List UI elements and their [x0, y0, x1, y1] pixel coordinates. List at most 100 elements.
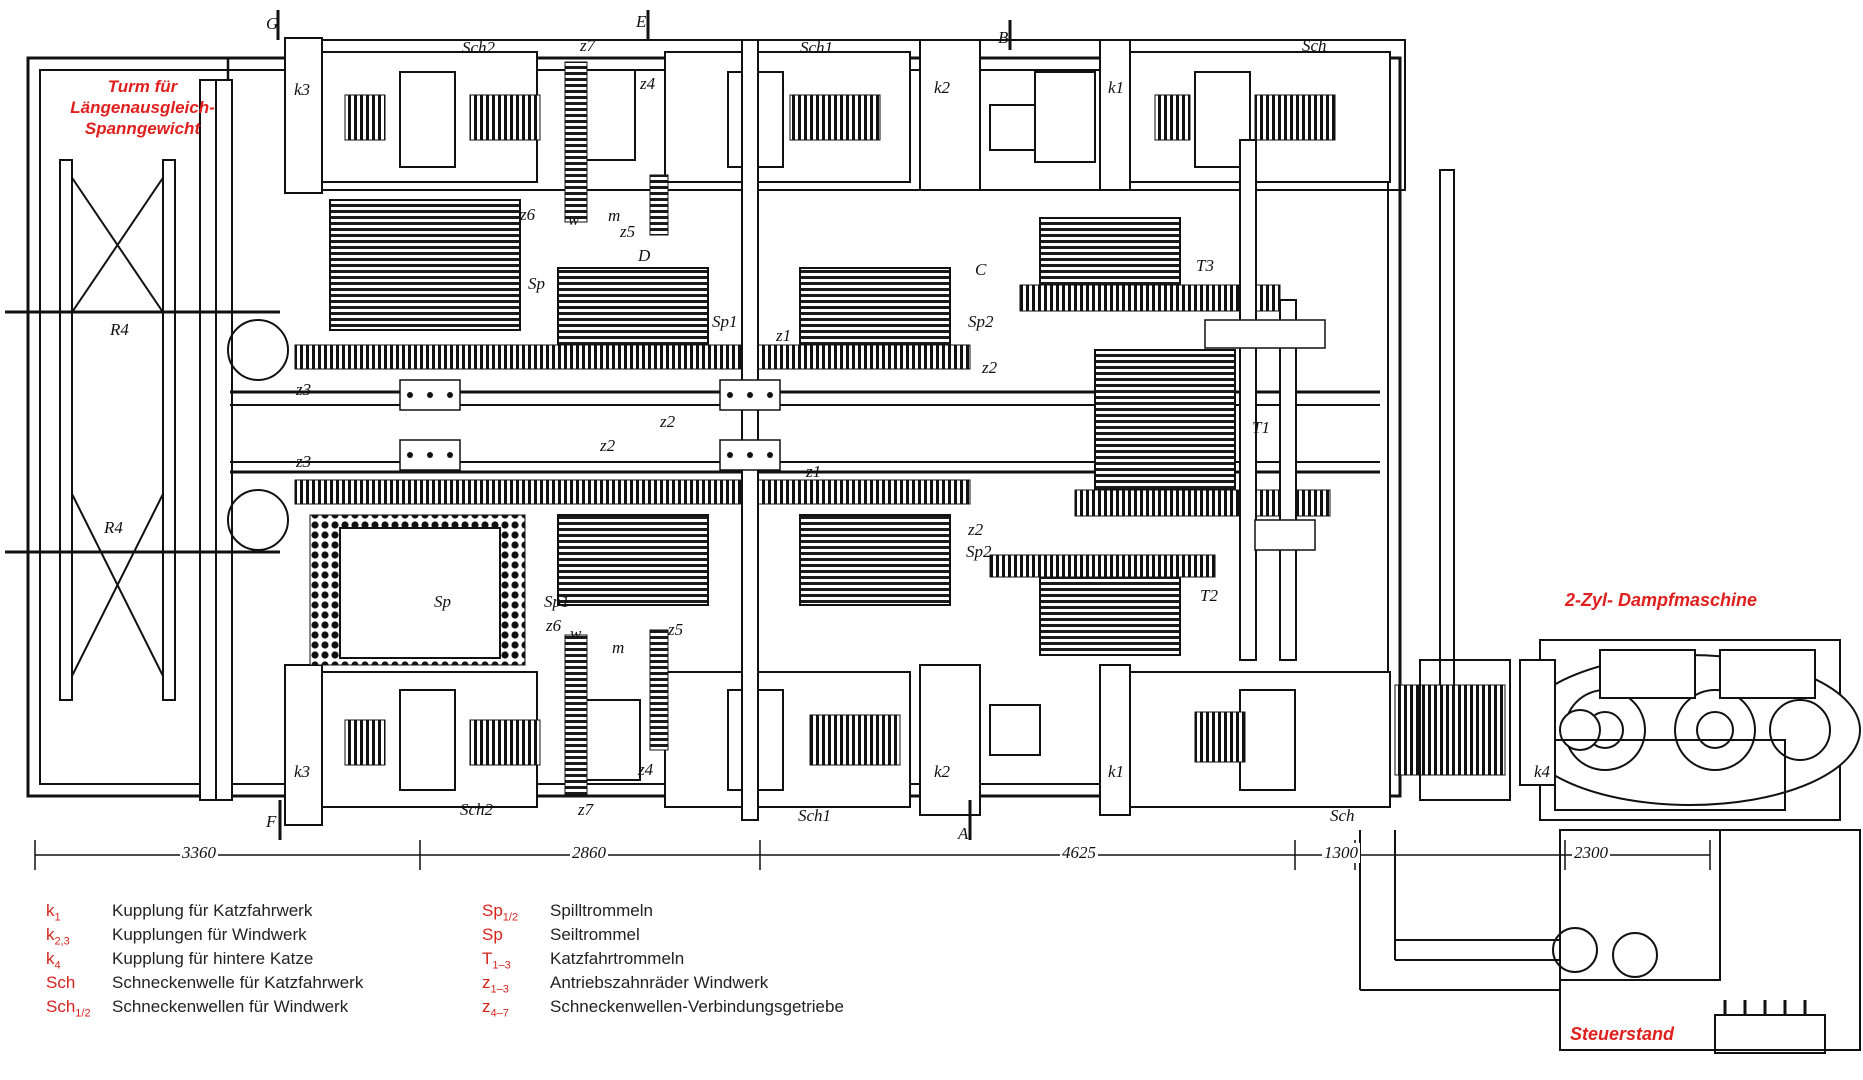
legend-symbol: z4–7 — [482, 995, 509, 1025]
legend-row: z4–7 Schneckenwellen-Verbindungsgetriebe — [482, 995, 942, 1019]
dimension-line — [34, 840, 1711, 870]
tower-annotation-line-1: Turm für — [107, 77, 178, 96]
legend-text: Kupplungen für Windwerk — [112, 925, 307, 944]
label-z3-b: z3 — [296, 452, 312, 471]
label-sp-bot: Sp — [434, 592, 451, 611]
label-z7-top: z7 — [580, 36, 596, 55]
label-z1-a: z1 — [776, 326, 792, 345]
dimension-2860: 2860 — [570, 843, 608, 863]
legend-symbol-subscript: 4–7 — [490, 1007, 509, 1020]
section-mark-e: E — [636, 12, 647, 31]
label-z2-a: z2 — [660, 412, 676, 431]
label-z1-b: z1 — [806, 462, 822, 481]
legend-symbol: k1 — [46, 899, 61, 929]
legend-symbol: Sp — [482, 923, 503, 953]
legend-symbol-subscript: 4 — [54, 959, 61, 972]
label-m-bot: m — [612, 638, 625, 657]
control-stand-drawing — [1359, 829, 1861, 1054]
label-sp-top: Sp — [528, 274, 545, 293]
legend-text: Katzfahrtrommeln — [550, 949, 685, 968]
legend-symbol-base: k — [46, 949, 55, 968]
label-sp2-top: Sp2 — [968, 312, 994, 331]
legend-symbol: k4 — [46, 947, 61, 977]
label-sch1-top: Sch1 — [800, 38, 834, 57]
legend-symbol: Sch — [46, 971, 75, 1001]
label-sch-top: Sch — [1302, 36, 1327, 55]
label-t1: T1 — [1252, 418, 1270, 437]
legend-symbol-base: z — [482, 997, 491, 1016]
legend-row: k4 Kupplung für hintere Katze — [46, 947, 506, 971]
legend-text: Kupplung für hintere Katze — [112, 949, 314, 968]
legend-symbol-base: Sch — [46, 997, 76, 1016]
dimension-3360: 3360 — [180, 843, 218, 863]
label-z5-top: z5 — [620, 222, 636, 241]
label-sp1-top: Sp1 — [712, 312, 738, 331]
legend-text: Schneckenwellen-Verbindungsgetriebe — [550, 997, 844, 1016]
steam-engine-annotation: 2-Zyl- Dampfmaschine — [1565, 590, 1758, 610]
legend-symbol-subscript: 1–3 — [492, 959, 511, 972]
legend-text: Antriebszahnräder Windwerk — [550, 973, 769, 992]
tower-annotation-line-2: Längenausgleich- — [70, 98, 215, 117]
section-mark-a: A — [958, 824, 969, 843]
label-k2-top: k2 — [934, 78, 951, 97]
legend-symbol-subscript: 1 — [54, 911, 61, 924]
label-r4-b: R4 — [104, 518, 123, 537]
dimension-2300: 2300 — [1572, 843, 1610, 863]
label-z4-top: z4 — [640, 74, 656, 93]
legend-symbol: z1–3 — [482, 971, 509, 1001]
section-mark-f: F — [266, 812, 277, 831]
section-mark-g: G — [266, 14, 279, 33]
legend-symbol-base: k — [46, 901, 55, 920]
section-mark-b: B — [998, 28, 1009, 47]
label-t2: T2 — [1200, 586, 1218, 605]
legend-symbol: T1–3 — [482, 947, 511, 977]
label-t3: T3 — [1196, 256, 1214, 275]
label-z2-c: z2 — [982, 358, 998, 377]
dimension-1300: 1300 — [1322, 843, 1360, 863]
label-sp1-bot: Sp1 — [544, 592, 570, 611]
legend-symbol-base: Sp — [482, 901, 503, 920]
label-z2-d: z2 — [968, 520, 984, 539]
label-sch2-top: Sch2 — [462, 38, 496, 57]
steam-engine-drawing — [1519, 639, 1861, 821]
legend-text: Schneckenwellen für Windwerk — [112, 997, 349, 1016]
legend-symbol-base: Sch — [46, 973, 76, 992]
label-z7-bot: z7 — [578, 800, 594, 819]
legend-symbol: Sp1/2 — [482, 899, 518, 929]
gear-bands — [294, 284, 1331, 578]
label-w-top: w — [568, 210, 580, 229]
label-k2-bot: k2 — [934, 762, 951, 781]
control-stand-annotation: Steuerstand — [1570, 1024, 1675, 1044]
legend-text: Spilltrommeln — [550, 901, 653, 920]
label-z4-bot: z4 — [638, 760, 654, 779]
legend-symbol-subscript: 1–3 — [490, 983, 509, 996]
label-sch2-bot: Sch2 — [460, 800, 494, 819]
label-r4-a: R4 — [110, 320, 129, 339]
legend-row: T1–3 Katzfahrtrommeln — [482, 947, 942, 971]
label-k3-bot: k3 — [294, 762, 311, 781]
legend-symbol-base: T — [482, 949, 493, 968]
dimension-4625: 4625 — [1060, 843, 1098, 863]
label-k1-top: k1 — [1108, 78, 1125, 97]
legend-symbol-subscript: 1/2 — [75, 1007, 91, 1020]
label-sch-bot: Sch — [1330, 806, 1355, 825]
legend-row: Sch1/2 Schneckenwellen für Windwerk — [46, 995, 506, 1019]
label-z3-a: z3 — [296, 380, 312, 399]
top-gear-row — [284, 37, 1406, 194]
section-mark-d: D — [638, 246, 651, 265]
tension-tower — [26, 56, 230, 798]
tower-annotation-line-3: Spanngewicht — [84, 119, 201, 138]
legend-symbol-subscript: 1/2 — [502, 911, 519, 924]
legend-symbol-base: z — [482, 973, 491, 992]
label-z6-bot: z6 — [546, 616, 562, 635]
label-sch1-bot: Sch1 — [798, 806, 832, 825]
legend-row: z1–3 Antriebszahnräder Windwerk — [482, 971, 942, 995]
label-sp2-bot: Sp2 — [966, 542, 992, 561]
legend-row: Sp1/2 Spilltrommeln — [482, 899, 942, 923]
legend-text: Seiltrommel — [550, 925, 640, 944]
label-z6-top: z6 — [520, 205, 536, 224]
